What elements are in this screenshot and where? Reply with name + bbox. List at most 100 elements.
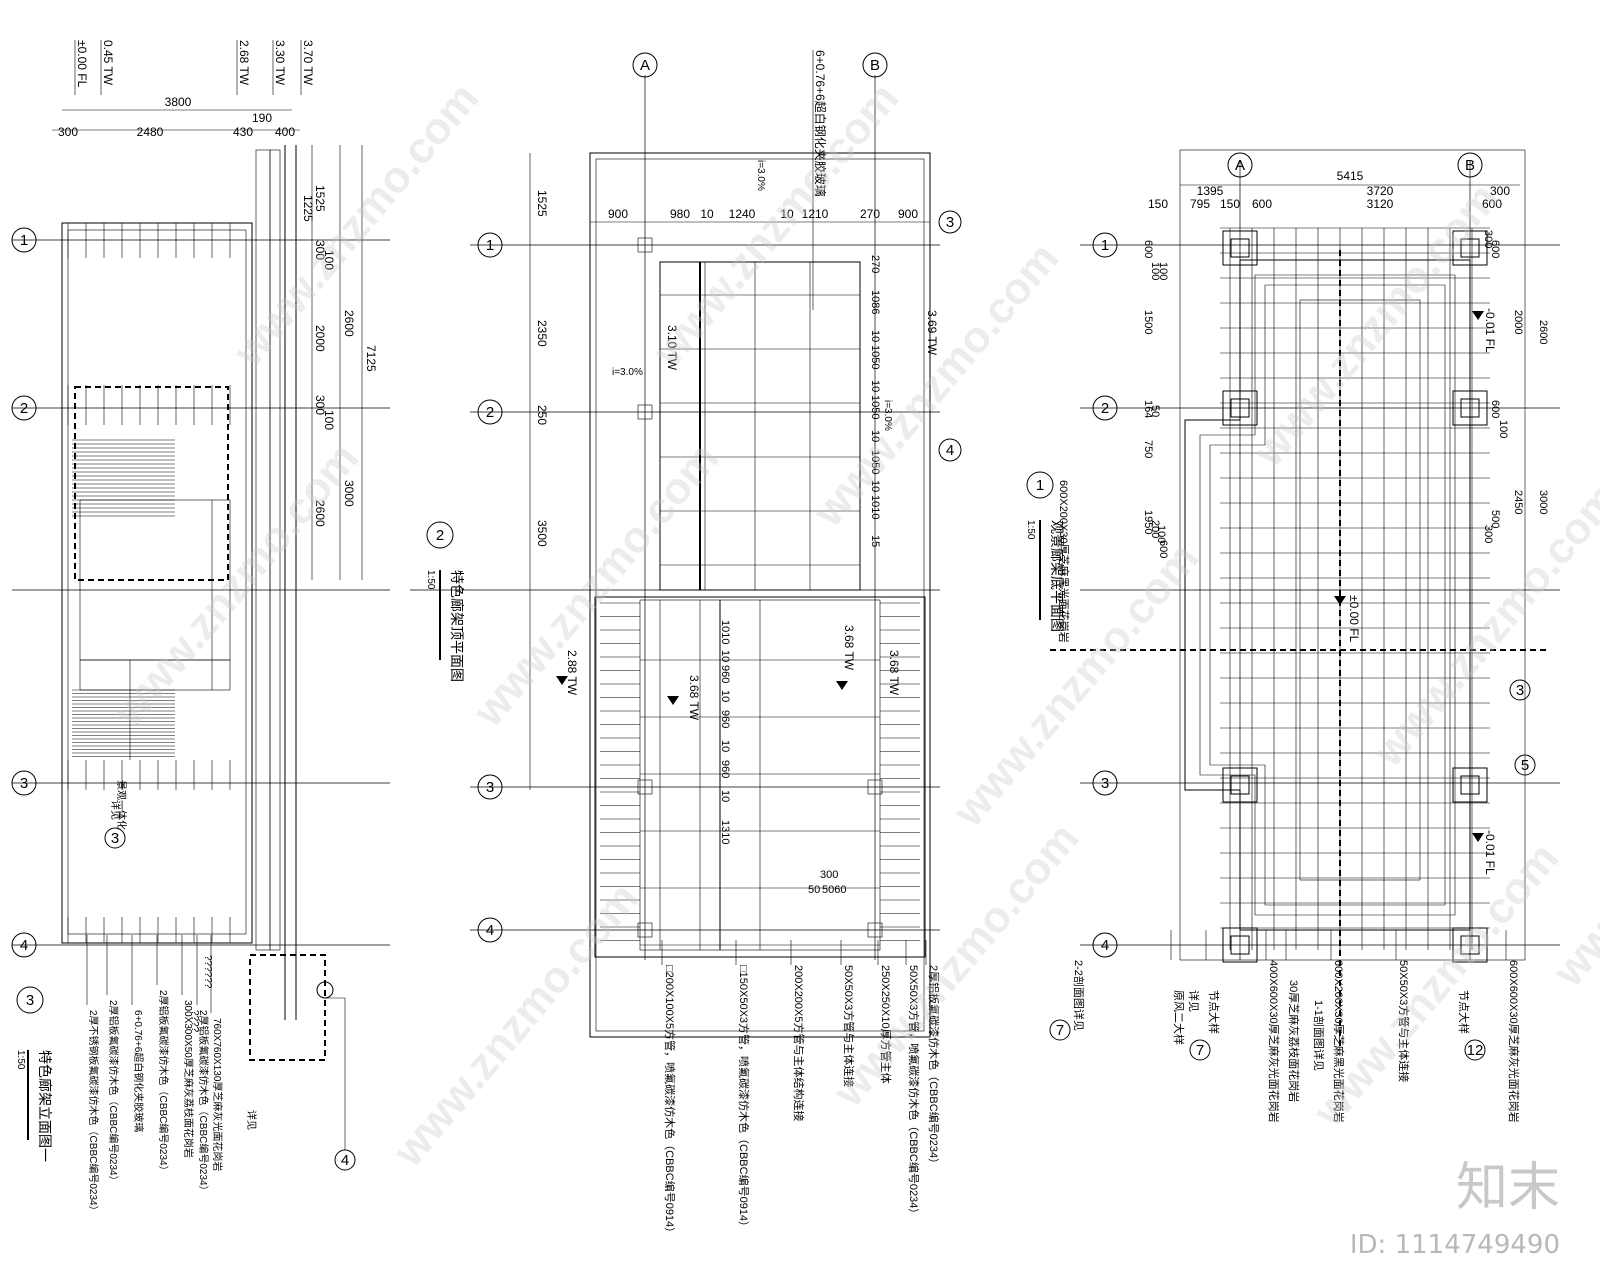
callout-note: 详见	[1187, 990, 1201, 1012]
center-panel	[1299, 299, 1421, 881]
column-core	[1230, 935, 1250, 955]
dim-text: 300	[313, 240, 327, 260]
dim-text: 300	[1490, 184, 1510, 198]
dim-text: 100	[1157, 262, 1169, 280]
callout-note: 6+0.76+6超白钢化夹胶玻璃	[813, 50, 828, 197]
dim-text: 100	[322, 250, 336, 270]
detail-ref-label: 4	[946, 442, 954, 459]
callout-note: 2-2剖面图详见	[1072, 960, 1086, 1031]
row-axis-1-bubble	[477, 232, 503, 258]
elevation-inner	[67, 229, 247, 935]
column-square	[637, 922, 653, 938]
elevation-label: 2.88 TW	[565, 650, 579, 696]
column-square	[867, 779, 883, 795]
detail-ref-label: 3	[1516, 682, 1524, 699]
level-marker	[667, 696, 679, 705]
dim-text: 10	[869, 380, 881, 392]
louvre-roof	[594, 596, 926, 958]
dim-text: 750	[1142, 440, 1154, 458]
elevation-label: -0.01 FL	[1483, 830, 1497, 875]
row-axis-4-bubble	[11, 932, 37, 958]
view-ref-label: 3	[26, 992, 34, 1009]
callout-note: 2厚铝板氟碳漆仿木色（CBBC编号0234）	[157, 990, 170, 1176]
dim-text: 2600	[1537, 320, 1549, 344]
row-axis-4-label: 4	[486, 922, 494, 939]
dim-text: 600	[1482, 197, 1502, 211]
dim-text: 300	[820, 869, 838, 881]
plan-border-inner	[1209, 284, 1446, 906]
detail-box	[249, 954, 326, 1061]
dim-text: 1310	[719, 820, 731, 844]
detail-ref-bubble	[1509, 679, 1531, 701]
dim-text: 1500	[1142, 310, 1154, 334]
dim-text: 1525	[535, 190, 549, 217]
dim-text: 1240	[729, 207, 756, 221]
callout-note: 600X200X30厚芝麻黑光面花岗岩	[1057, 480, 1071, 643]
row-axis-1-bubble	[1092, 232, 1118, 258]
slope-label: i=3.0%	[882, 400, 893, 431]
row-axis-3-label: 3	[1101, 775, 1109, 792]
callout-note: 6+0.76+6超白钢化夹胶玻璃	[132, 1010, 145, 1132]
detail-ref-bubble	[104, 827, 126, 849]
level-marker	[836, 681, 848, 690]
dim-text: 600	[1157, 540, 1169, 558]
dim-text: 1210	[802, 207, 829, 221]
row-axis-2-label: 2	[1101, 400, 1109, 417]
view-ref-label: 1	[1036, 477, 1044, 494]
view-title: 特色廊架立面图一	[37, 1050, 53, 1162]
column-base	[1452, 390, 1488, 426]
detail-box	[74, 386, 229, 581]
detail-ref-bubble	[1464, 1039, 1486, 1061]
column-core	[1230, 398, 1250, 418]
dim-text: 1395	[1197, 184, 1224, 198]
level-marker	[1472, 833, 1484, 842]
elevation-label: 0.45 TW	[101, 40, 115, 86]
row-axis-4-label: 4	[20, 937, 28, 954]
image-id: ID: 1114749490	[1349, 1230, 1560, 1260]
brand-logo: 知末	[1455, 1158, 1560, 1218]
dim-text: 250	[535, 405, 549, 425]
row-axis-3-label: 3	[486, 779, 494, 796]
view-ref-bubble	[16, 986, 44, 1014]
column-core	[1460, 238, 1480, 258]
slope-label: i=3.0%	[755, 160, 766, 191]
dim-text: 3120	[1367, 197, 1394, 211]
col-axis-B-bubble	[1457, 152, 1483, 178]
dim-text: 100	[322, 410, 336, 430]
dim-text: 1225	[301, 195, 315, 222]
dim-text: 50	[808, 884, 820, 896]
callout-note: 760X760X130厚芝麻灰光面花岗岩	[211, 1018, 224, 1171]
elevation-label: 3.70 TW	[301, 40, 315, 86]
col-axis-B-label: B	[1465, 157, 1475, 174]
dim-text: 5060	[822, 884, 846, 896]
detail-ref-label: 4	[341, 1152, 349, 1169]
dim-text: 500	[1489, 510, 1501, 528]
elevation-label: 3.10 TW	[665, 325, 679, 371]
callout-note: □200X100X5方管，喷氟碳漆仿木色（CBBC编号0914）	[663, 965, 677, 1238]
dim-text: 270	[860, 207, 880, 221]
view-title: 观景廊架底平面图	[1049, 520, 1065, 632]
elevation-label: ±0.00 FL	[1347, 595, 1361, 643]
callout-note: 250X250X10厚方管主体	[879, 965, 893, 1084]
dim-text: 100	[1149, 262, 1161, 280]
elevation-label: 3.69 TW	[925, 310, 939, 356]
callout-note: 50X50X3方管与主体连接	[1397, 960, 1411, 1082]
column-base	[1222, 390, 1258, 426]
dim-text: 100	[1497, 420, 1509, 438]
dim-text: 960	[719, 760, 731, 778]
paving-grid	[1220, 227, 1490, 950]
dim-text: 600	[1489, 400, 1501, 418]
dim-text: 1010	[869, 495, 881, 519]
row-axis-4-bubble	[477, 917, 503, 943]
callout-note: 600X200X30厚芝麻黑光面花岗岩	[1332, 960, 1346, 1123]
dim-text: 15	[869, 535, 881, 547]
dim-text: 10	[869, 430, 881, 442]
detail-ref-bubble	[1514, 754, 1536, 776]
slab-strip	[269, 149, 281, 951]
callout-note: 30厚芝麻灰荔枝面花岗岩	[1287, 980, 1301, 1102]
dim-text: 3000	[1537, 490, 1549, 514]
callout-note: 600X600X30厚芝麻灰光面花岗岩	[1507, 960, 1521, 1123]
row-axis-1-label: 1	[486, 237, 494, 254]
dim-text: 3800	[165, 95, 192, 109]
row-axis-1-bubble	[11, 227, 37, 253]
